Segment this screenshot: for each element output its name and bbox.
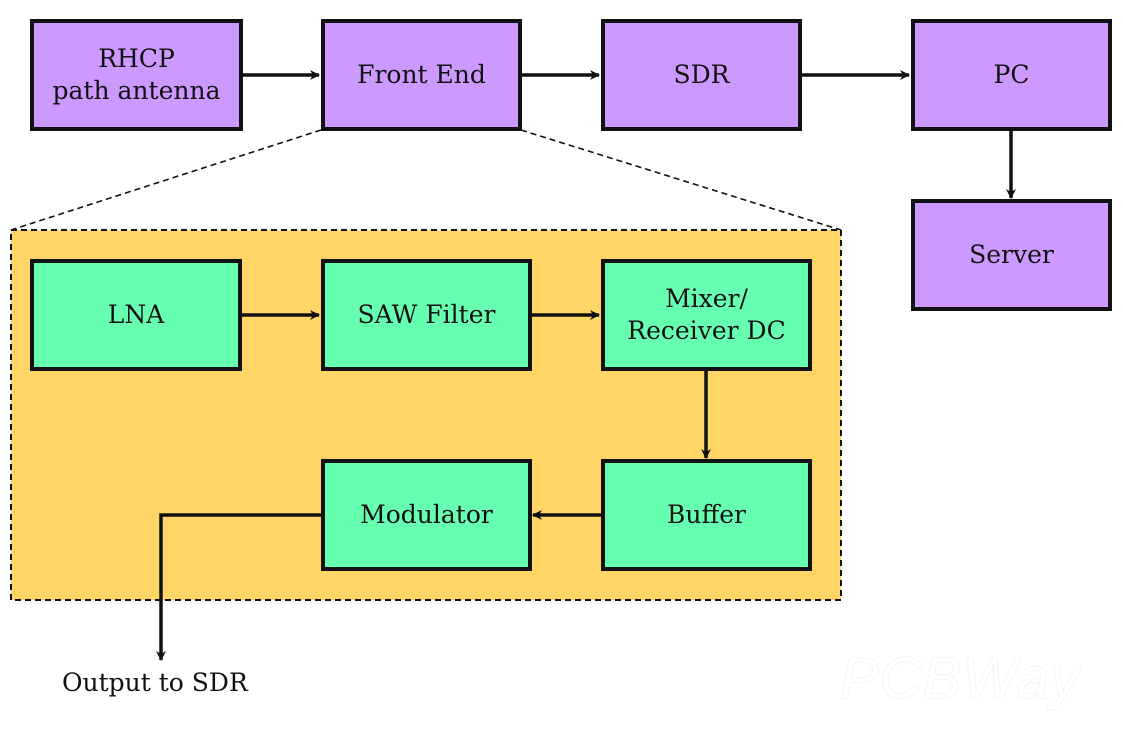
block-sdr[interactable]: SDR <box>601 19 802 131</box>
block-server[interactable]: Server <box>911 199 1112 311</box>
block-buffer[interactable]: Buffer <box>601 459 812 571</box>
block-lna[interactable]: LNA <box>30 259 242 371</box>
block-front-end[interactable]: Front End <box>321 19 522 131</box>
block-saw-filter[interactable]: SAW Filter <box>321 259 532 371</box>
block-antenna[interactable]: RHCP path antenna <box>30 19 243 131</box>
zoom-line-right <box>520 129 842 231</box>
block-pc[interactable]: PC <box>911 19 1112 131</box>
zoom-line-left <box>10 129 322 231</box>
watermark-logo: PCBWay <box>840 646 1081 711</box>
arrow-modulator-output <box>156 513 321 661</box>
output-label: Output to SDR <box>62 668 248 697</box>
block-modulator[interactable]: Modulator <box>321 459 532 571</box>
block-mixer[interactable]: Mixer/ Receiver DC <box>601 259 812 371</box>
